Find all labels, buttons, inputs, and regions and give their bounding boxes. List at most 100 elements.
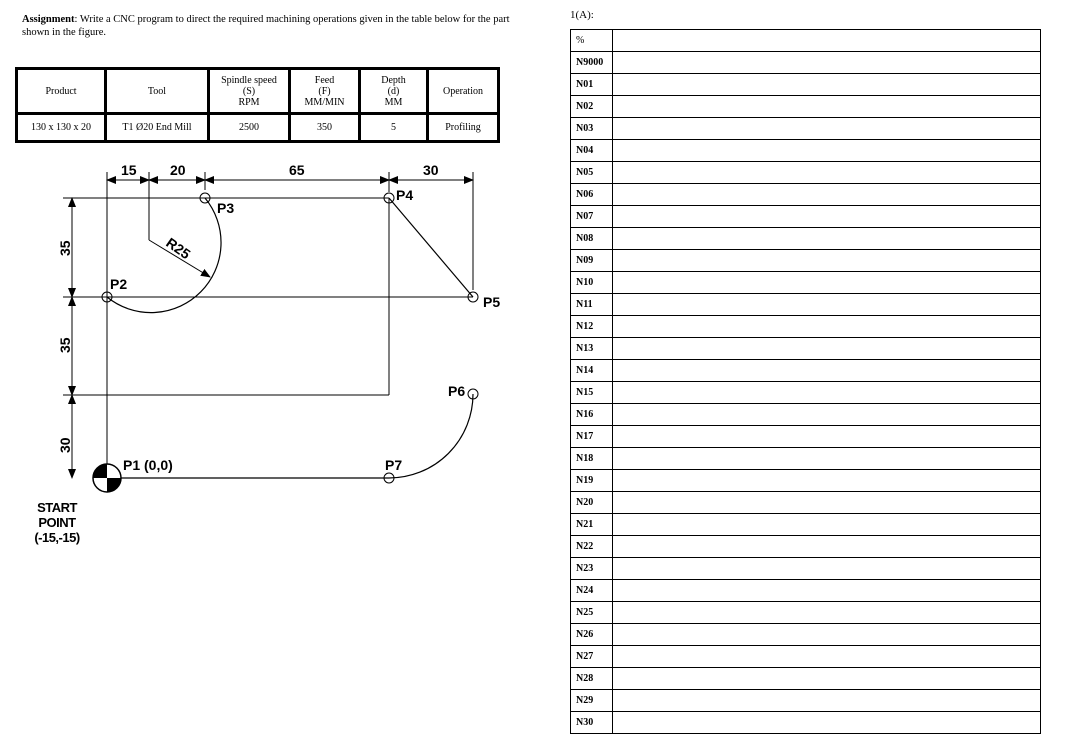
assignment-label: Assignment — [22, 14, 75, 25]
code-entry-cell[interactable] — [612, 315, 1041, 338]
line-number: N24 — [570, 579, 613, 602]
header-operation: Operation — [426, 67, 500, 115]
line-number: N19 — [570, 469, 613, 492]
code-entry-cell[interactable] — [612, 117, 1041, 140]
assignment-text: Assignment: Write a CNC program to direc… — [22, 13, 522, 39]
start-line-3: (-15,-15) — [34, 530, 80, 545]
value-tool: T1 Ø20 End Mill — [104, 112, 210, 143]
start-line-1: START — [37, 500, 77, 515]
program-row: N26 — [570, 623, 1041, 646]
line-number: N17 — [570, 425, 613, 448]
code-entry-cell[interactable] — [612, 469, 1041, 492]
line-number: N11 — [570, 293, 613, 316]
dim-label-35-mid: 35 — [57, 337, 73, 353]
program-row: N21 — [570, 513, 1041, 536]
code-entry-cell[interactable] — [612, 403, 1041, 426]
value-depth: 5 — [358, 112, 429, 143]
dim-label-65: 65 — [289, 162, 305, 178]
program-row: N02 — [570, 95, 1041, 118]
code-entry-cell[interactable] — [612, 689, 1041, 712]
program-row: N23 — [570, 557, 1041, 580]
code-entry-cell[interactable] — [612, 161, 1041, 184]
line-number: N29 — [570, 689, 613, 712]
code-entry-cell[interactable] — [612, 491, 1041, 514]
code-entry-cell[interactable] — [612, 579, 1041, 602]
line-number: N06 — [570, 183, 613, 206]
code-entry-cell[interactable] — [612, 645, 1041, 668]
part-drawing: 15 20 65 30 35 35 30 R25 P1 (0,0) P2 P3 … — [57, 162, 500, 493]
line-number: N25 — [570, 601, 613, 624]
spec-header-row: Product Tool Spindle speed (S) RPM Feed … — [15, 67, 500, 115]
line-number: N05 — [570, 161, 613, 184]
line-number: N30 — [570, 711, 613, 734]
start-line-2: POINT — [38, 515, 76, 530]
dim-label-20: 20 — [170, 162, 186, 178]
line-number: N13 — [570, 337, 613, 360]
p2-label: P2 — [110, 276, 127, 292]
line-number: % — [570, 29, 613, 52]
radius-leader — [148, 239, 211, 278]
code-entry-cell[interactable] — [612, 249, 1041, 272]
value-product: 130 x 130 x 20 — [15, 112, 107, 143]
code-entry-cell[interactable] — [612, 425, 1041, 448]
code-entry-cell[interactable] — [612, 95, 1041, 118]
code-entry-cell[interactable] — [612, 139, 1041, 162]
line-number: N20 — [570, 491, 613, 514]
program-row: N03 — [570, 117, 1041, 140]
program-row: N17 — [570, 425, 1041, 448]
code-entry-cell[interactable] — [612, 535, 1041, 558]
code-entry-cell[interactable] — [612, 293, 1041, 316]
p3-label: P3 — [217, 200, 234, 216]
code-entry-cell[interactable] — [612, 271, 1041, 294]
program-row: N01 — [570, 73, 1041, 96]
program-row: % — [570, 29, 1041, 52]
code-entry-cell[interactable] — [612, 227, 1041, 250]
header-feed: Feed (F) MM/MIN — [288, 67, 361, 115]
program-row: N08 — [570, 227, 1041, 250]
line-number: N28 — [570, 667, 613, 690]
code-entry-cell[interactable] — [612, 183, 1041, 206]
program-row: N25 — [570, 601, 1041, 624]
program-row: N04 — [570, 139, 1041, 162]
p5-marker — [467, 291, 479, 303]
code-entry-cell[interactable] — [612, 601, 1041, 624]
code-entry-cell[interactable] — [612, 513, 1041, 536]
start-point-label: START POINT (-15,-15) — [22, 500, 92, 545]
program-row: N14 — [570, 359, 1041, 382]
program-row: N22 — [570, 535, 1041, 558]
machining-spec-table: Product Tool Spindle speed (S) RPM Feed … — [15, 67, 500, 143]
code-entry-cell[interactable] — [612, 205, 1041, 228]
program-row: N19 — [570, 469, 1041, 492]
header-product: Product — [15, 67, 107, 115]
code-entry-cell[interactable] — [612, 711, 1041, 734]
code-entry-cell[interactable] — [612, 337, 1041, 360]
p7-marker — [383, 472, 395, 484]
line-number: N23 — [570, 557, 613, 580]
code-entry-cell[interactable] — [612, 447, 1041, 470]
line-number: N9000 — [570, 51, 613, 74]
code-entry-cell[interactable] — [612, 557, 1041, 580]
code-entry-cell[interactable] — [612, 667, 1041, 690]
code-entry-cell[interactable] — [612, 359, 1041, 382]
p1-label: P1 (0,0) — [123, 457, 173, 473]
program-row: N09 — [570, 249, 1041, 272]
value-spindle-speed: 2500 — [207, 112, 291, 143]
code-entry-cell[interactable] — [612, 29, 1041, 52]
program-row: N16 — [570, 403, 1041, 426]
code-entry-cell[interactable] — [612, 73, 1041, 96]
code-entry-cell[interactable] — [612, 623, 1041, 646]
code-entry-cell[interactable] — [612, 51, 1041, 74]
line-number: N08 — [570, 227, 613, 250]
p4-label: P4 — [396, 187, 413, 203]
dim-label-35-top: 35 — [57, 240, 73, 256]
header-tool: Tool — [104, 67, 210, 115]
line-number: N09 — [570, 249, 613, 272]
line-number: N16 — [570, 403, 613, 426]
code-entry-cell[interactable] — [612, 381, 1041, 404]
line-number: N27 — [570, 645, 613, 668]
program-row: N30 — [570, 711, 1041, 734]
profile-arc-p7-p6 — [388, 393, 474, 479]
profile-p4-p5 — [388, 197, 474, 298]
program-row: N24 — [570, 579, 1041, 602]
program-row: N07 — [570, 205, 1041, 228]
